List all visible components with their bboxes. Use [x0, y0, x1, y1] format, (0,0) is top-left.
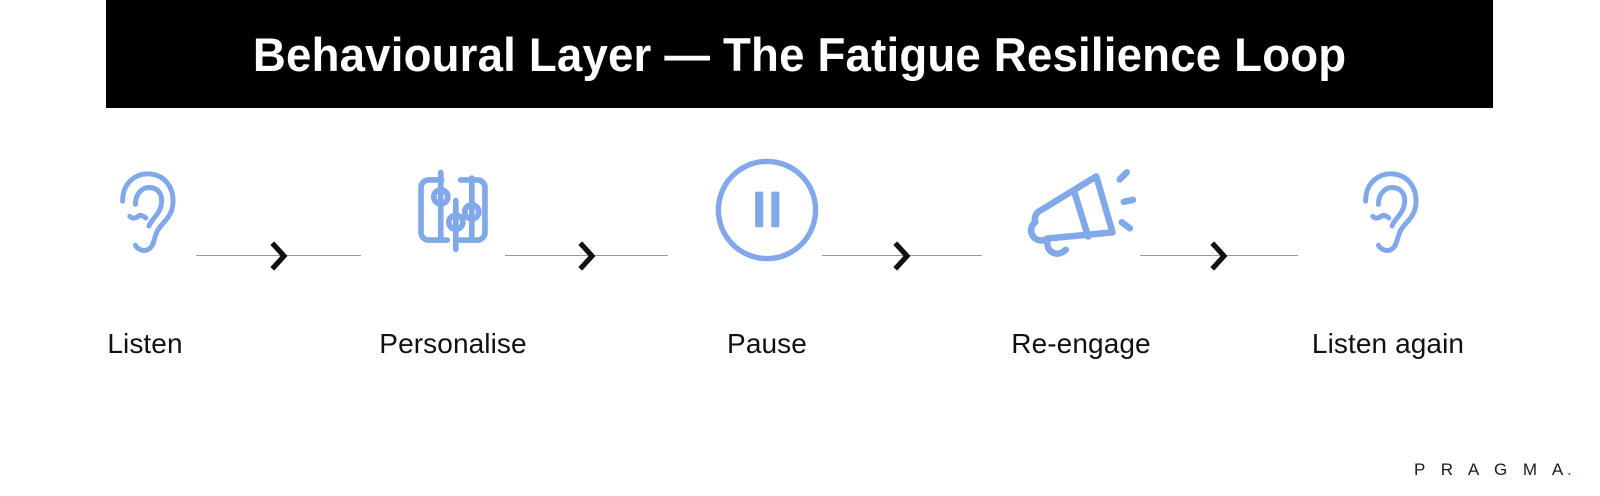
ear-icon: [85, 150, 205, 270]
flow-step-personalise: Personalise: [358, 150, 548, 390]
page-title: Behavioural Layer — The Fatigue Resilien…: [252, 27, 1347, 81]
flow-connector-0: [196, 236, 361, 276]
brand-name: P R A G M A: [1414, 460, 1569, 479]
flow-step-listen: Listen: [50, 150, 240, 390]
megaphone-icon: [1021, 150, 1141, 270]
sliders-icon: [393, 150, 513, 270]
brand-logo: P R A G M A.: [1414, 459, 1572, 481]
flow-step-label: Listen again: [1311, 328, 1465, 359]
flow-connector-3: [1140, 236, 1298, 276]
chevron-right-icon: [1199, 236, 1239, 276]
flow-connector-1: [505, 236, 668, 276]
flow-step-label: Pause: [727, 328, 807, 359]
flow-step-label: Personalise: [379, 328, 527, 359]
fatigue-resilience-loop-flow: Listen Personalise: [0, 150, 1600, 390]
brand-dot: .: [1566, 459, 1572, 480]
ear-icon: [1328, 150, 1448, 270]
pause-circle-icon: [707, 150, 827, 270]
connector-line: [196, 255, 361, 257]
connector-line: [505, 255, 668, 257]
chevron-right-icon: [882, 236, 922, 276]
chevron-right-icon: [567, 236, 607, 276]
flow-step-label: Listen: [107, 328, 183, 359]
chevron-right-icon: [259, 236, 299, 276]
flow-step-listen-again: Listen again: [1293, 150, 1483, 390]
flow-step-label: Re-engage: [1011, 328, 1151, 359]
connector-line: [822, 255, 982, 257]
title-bar: Behavioural Layer — The Fatigue Resilien…: [106, 0, 1493, 108]
connector-line: [1140, 255, 1298, 257]
flow-step-re-engage: Re-engage: [986, 150, 1176, 390]
flow-step-pause: Pause: [672, 150, 862, 390]
flow-connector-2: [822, 236, 982, 276]
